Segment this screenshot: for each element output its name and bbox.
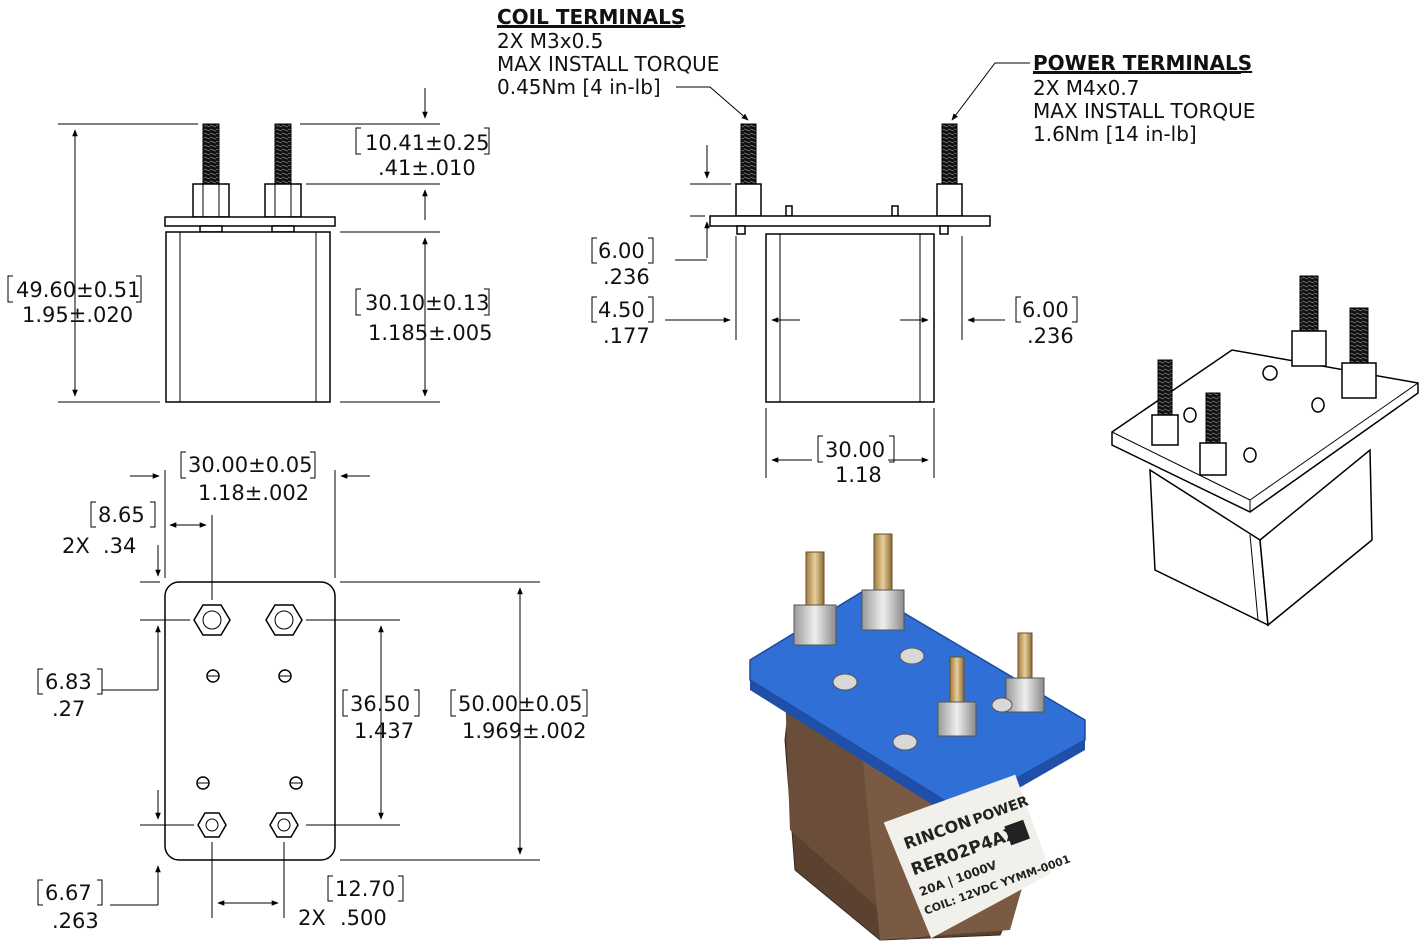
dim-49-60-mm: 49.60±0.51 xyxy=(16,278,140,302)
dim-8-65-in: .34 xyxy=(103,534,136,558)
power-terminals-title: POWER TERMINALS xyxy=(1033,51,1252,75)
coil-terminals-note: COIL TERMINALS 2X M3x0.5 MAX INSTALL TOR… xyxy=(497,5,719,99)
product-render: RINCON POWER RER02P4AX 20A | 1000V COIL:… xyxy=(749,533,1086,941)
coil-terminals-torque-value: 0.45Nm [4 in-lb] xyxy=(497,75,661,99)
dim-6-67-mm: 6.67 xyxy=(45,881,92,905)
dim-4-50-mm: 4.50 xyxy=(598,298,645,322)
dim-30-00-05-in: 1.18±.002 xyxy=(198,481,309,505)
dimension-labels: 10.41±0.25 .41±.010 49.60±0.51 1.95±.020… xyxy=(7,127,1078,933)
dim-10-41-mm: 10.41±0.25 xyxy=(365,131,489,155)
dim-12-70-prefix: 2X xyxy=(298,906,326,930)
dim-30-00-05-mm: 30.00±0.05 xyxy=(188,453,312,477)
dim-36-50-mm: 36.50 xyxy=(350,692,410,716)
dim-12-70-in: .500 xyxy=(340,906,387,930)
coil-terminals-torque-label: MAX INSTALL TORQUE xyxy=(497,52,719,76)
dim-6-83-in: .27 xyxy=(52,697,85,721)
dim-6-83-mm: 6.83 xyxy=(45,670,92,694)
side-view xyxy=(709,123,991,403)
dim-6-00-b-mm: 6.00 xyxy=(1022,298,1069,322)
top-view-dims xyxy=(102,470,540,918)
dim-4-50-in: .177 xyxy=(603,324,650,348)
dim-30-10-mm: 30.10±0.13 xyxy=(365,291,489,315)
dim-30-00-in: 1.18 xyxy=(835,463,882,487)
dim-6-67-in: .263 xyxy=(52,909,99,933)
dim-12-70-mm: 12.70 xyxy=(335,877,395,901)
power-terminals-torque-label: MAX INSTALL TORQUE xyxy=(1033,99,1255,123)
top-view xyxy=(164,581,336,861)
dim-8-65-mm: 8.65 xyxy=(98,503,145,527)
dim-6-00-b-in: .236 xyxy=(1027,324,1074,348)
side-view-dims xyxy=(665,62,1030,478)
dim-36-50-in: 1.437 xyxy=(354,719,414,743)
dim-6-00-a-in: .236 xyxy=(603,265,650,289)
dim-30-10-in: 1.185±.005 xyxy=(368,321,492,345)
front-view xyxy=(164,123,336,403)
dim-10-41-in: .41±.010 xyxy=(378,156,476,180)
power-terminals-torque-value: 1.6Nm [14 in-lb] xyxy=(1033,122,1197,146)
dim-50-00-in: 1.969±.002 xyxy=(462,719,586,743)
dim-6-00-a-mm: 6.00 xyxy=(598,239,645,263)
coil-terminals-title: COIL TERMINALS xyxy=(497,5,685,29)
dim-30-00-mm: 30.00 xyxy=(825,438,885,462)
dim-8-65-prefix: 2X xyxy=(62,534,90,558)
dim-49-60-in: 1.95±.020 xyxy=(22,303,133,327)
power-terminals-thread: 2X M4x0.7 xyxy=(1033,76,1139,100)
power-terminals-note: POWER TERMINALS 2X M4x0.7 MAX INSTALL TO… xyxy=(1033,51,1255,146)
front-view-dims xyxy=(58,88,440,403)
dim-50-00-mm: 50.00±0.05 xyxy=(458,692,582,716)
coil-terminals-thread: 2X M3x0.5 xyxy=(497,29,603,53)
isometric-line-view xyxy=(1111,275,1419,627)
